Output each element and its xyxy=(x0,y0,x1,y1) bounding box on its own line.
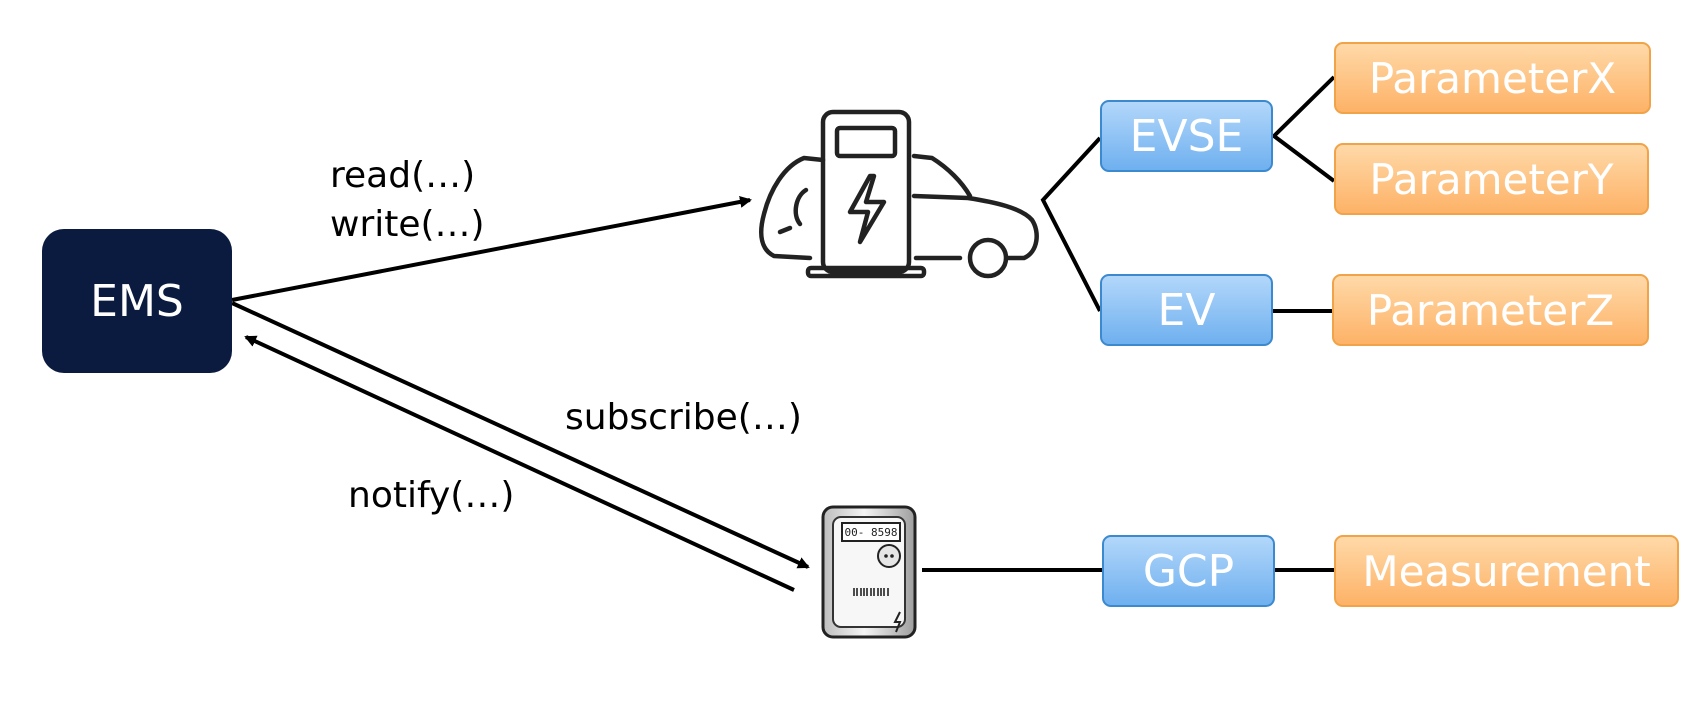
ems-label: EMS xyxy=(90,275,184,327)
meter-display-text: 00- 8598 xyxy=(845,526,898,539)
ev-label: EV xyxy=(1157,284,1216,336)
parameter-y-node: ParameterY xyxy=(1334,143,1649,215)
evse-label: EVSE xyxy=(1129,110,1244,162)
station-branch-connector xyxy=(1040,136,1102,312)
measurement-node: Measurement xyxy=(1334,535,1679,607)
ev-node: EV xyxy=(1100,274,1273,346)
parameterx-label: ParameterX xyxy=(1368,53,1617,103)
write-label: write(…) xyxy=(330,204,485,245)
ev-charging-station-icon xyxy=(759,109,1039,279)
gcp-label: GCP xyxy=(1142,545,1235,597)
read-write-arrow xyxy=(231,196,752,302)
parameter-z-label: ParameterZ xyxy=(1366,285,1615,335)
read-label: read(…) xyxy=(330,155,476,196)
notify-arrow xyxy=(244,335,795,592)
evse-branch-connector xyxy=(1270,75,1336,183)
subscribe-arrow xyxy=(231,301,810,569)
smart-meter-icon: 00- 8598 xyxy=(821,505,917,639)
ems-node: EMS xyxy=(42,229,232,373)
subscribe-label: subscribe(…) xyxy=(565,397,802,438)
evse-node: EVSE xyxy=(1100,100,1273,172)
parameterx-node: ParameterX xyxy=(1334,42,1651,114)
parameter-y-label: ParameterY xyxy=(1369,154,1614,204)
gcp-node: GCP xyxy=(1102,535,1275,607)
parameter-z-node: ParameterZ xyxy=(1332,274,1649,346)
measurement-label: Measurement xyxy=(1362,546,1651,596)
notify-label: notify(…) xyxy=(348,475,515,516)
